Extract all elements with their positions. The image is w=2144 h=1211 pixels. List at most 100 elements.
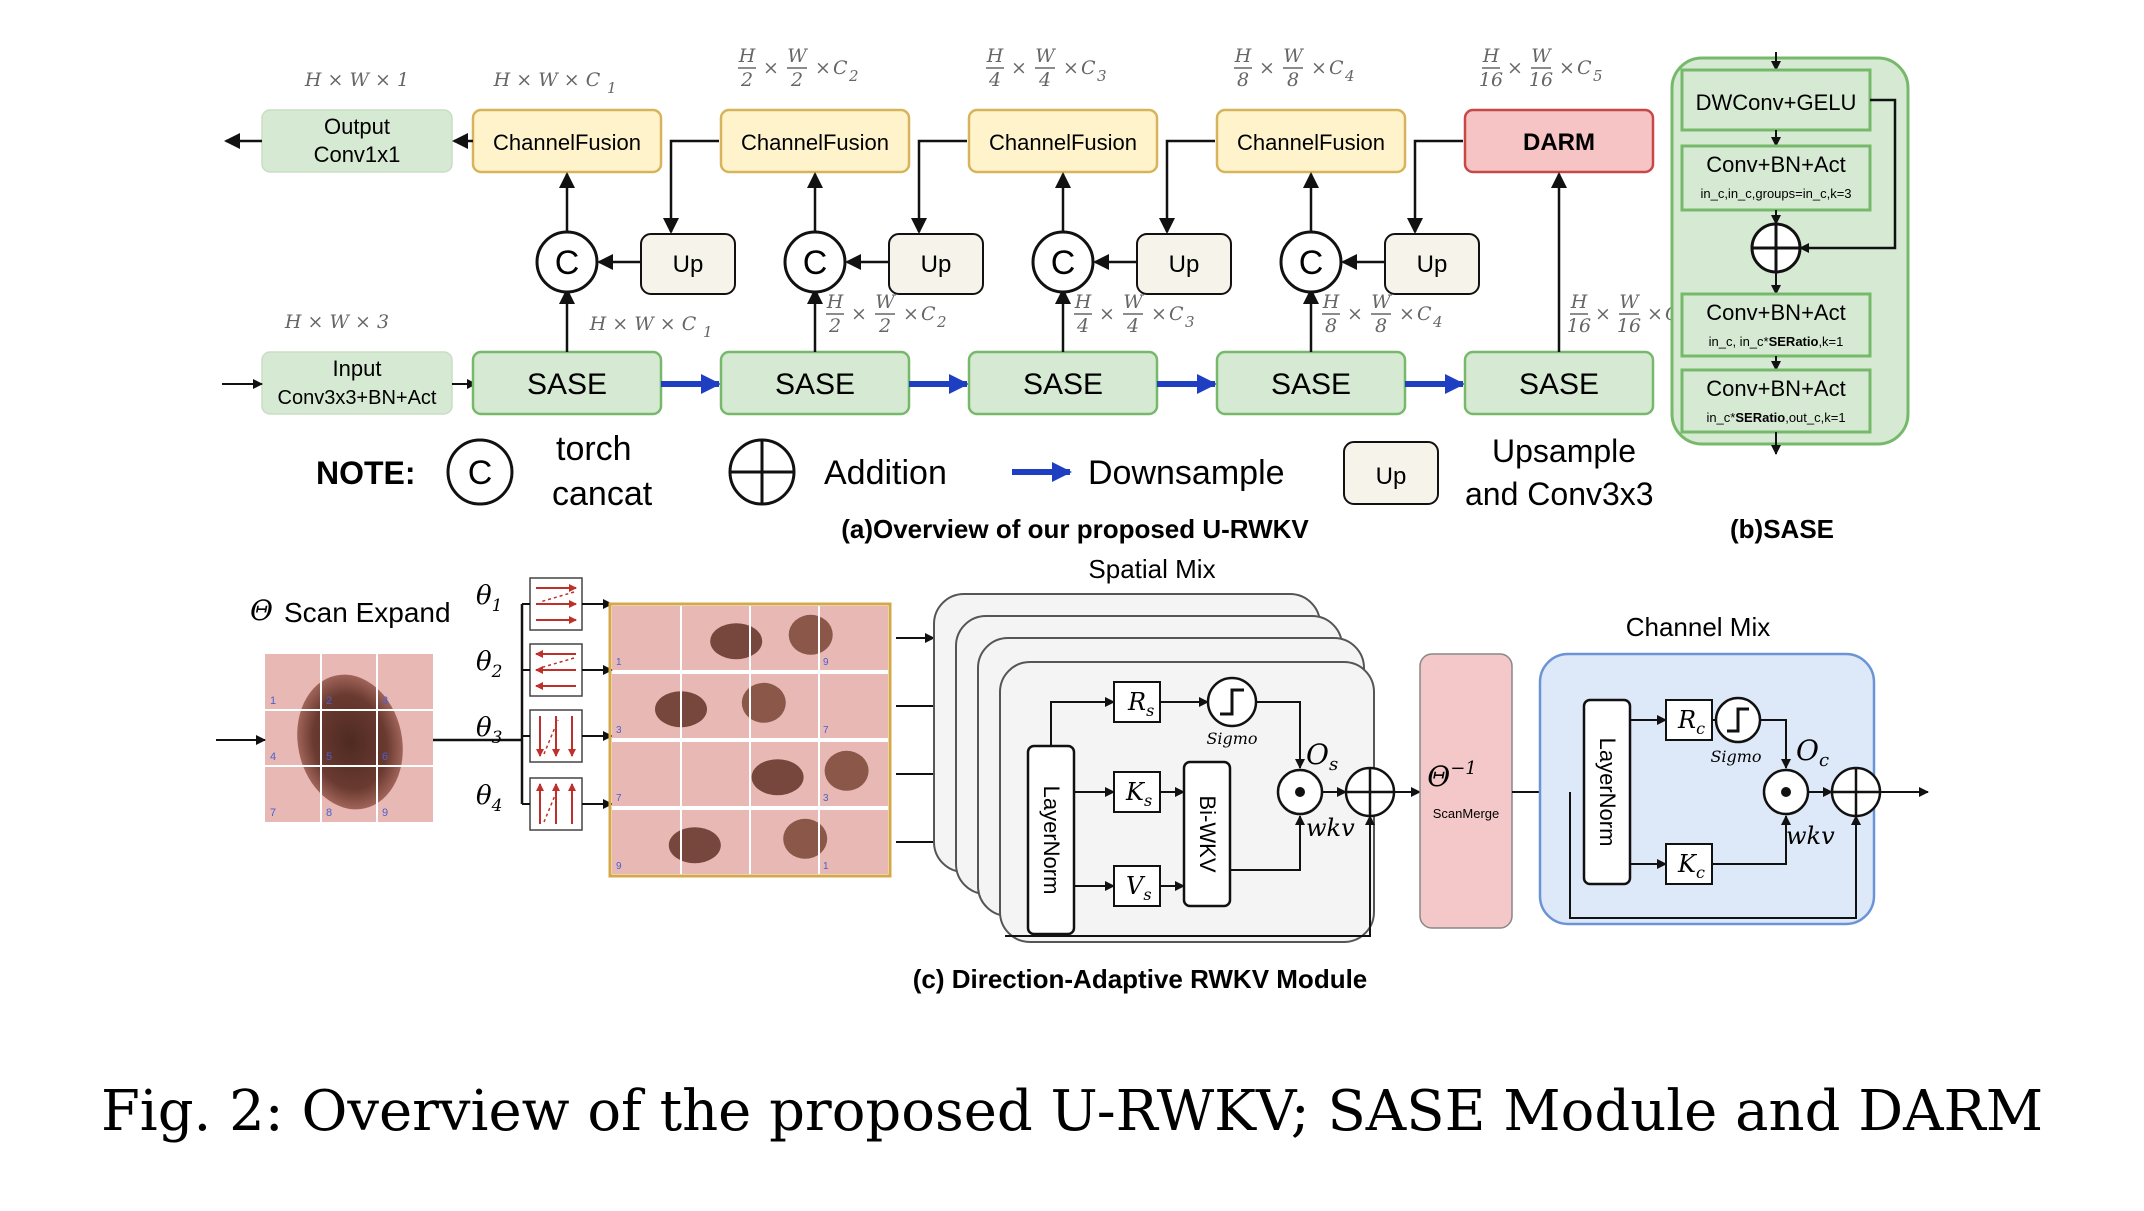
sase-conv3-label: Conv+BN+Act xyxy=(1706,376,1845,401)
sase-dim-3-w: W xyxy=(1123,291,1144,313)
up-label-3: Up xyxy=(1169,251,1200,278)
sase-dim-1-text: H × W × C xyxy=(589,313,697,335)
input-box-line2: Conv3x3+BN+Act xyxy=(278,387,437,409)
input-conv-box: Input Conv3x3+BN+Act xyxy=(261,351,453,415)
note-downsample: Downsample xyxy=(1088,454,1285,492)
fusion-dim-3-times2: × xyxy=(1063,57,1079,79)
sase-label-2: SASE xyxy=(775,368,855,401)
up-box-2 xyxy=(888,233,984,295)
fusion-dim-4-h-den: 8 xyxy=(1237,69,1249,91)
fusion-dim-4-w-den: 8 xyxy=(1287,69,1299,91)
channel-layernorm-label: LayerNorm xyxy=(1595,738,1620,847)
rc-box xyxy=(1665,699,1713,741)
output-box-line2: Conv1x1 xyxy=(314,142,401,167)
channel-sigmo-label: Sigmo xyxy=(1710,747,1761,766)
scan-expand-label: Scan Expand xyxy=(284,597,451,628)
concat-symbol-2: C xyxy=(803,244,828,282)
grid-number-7: 7 xyxy=(270,807,276,819)
sase-dim-2-sub: 2 xyxy=(936,313,947,331)
spatial-mix-label: Spatial Mix xyxy=(1088,554,1215,584)
darm-label: DARM xyxy=(1523,129,1595,156)
fusion-dim-1-sub: 1 xyxy=(607,79,617,97)
grid-number-6: 6 xyxy=(382,751,388,763)
scan-merge-label: ScanMerge xyxy=(1433,806,1499,821)
scan-strips-frame xyxy=(608,602,892,878)
strip-2-number-1: 3 xyxy=(616,725,622,736)
spatial-residual-path xyxy=(1005,815,1375,937)
sase-dim-1-sub: 1 xyxy=(703,323,713,341)
fusion-dim-3-times1: × xyxy=(1011,57,1027,79)
concat-legend-icon xyxy=(446,438,514,506)
grid-number-8: 8 xyxy=(326,807,332,819)
grid-number-1: 1 xyxy=(270,695,276,707)
sase-dim-2-times2: × xyxy=(903,303,919,325)
scan-expand-theta: Θ xyxy=(250,594,273,627)
os-label: Os xyxy=(1306,738,1338,775)
sase-conv3-sub: in_c*SERatio,out_c,k=1 xyxy=(1706,410,1845,425)
channel-wkv-label: wkv xyxy=(1786,822,1835,850)
fusion-dim-4-h: H xyxy=(1234,45,1252,67)
up-box-4 xyxy=(1384,233,1480,295)
bi-wkv-box xyxy=(1182,760,1232,908)
sase-dim-4-h: H xyxy=(1322,291,1340,313)
sase-dim-4-w: W xyxy=(1371,291,1392,313)
fusion-dim-5-h-den: 16 xyxy=(1479,69,1503,91)
title-c: (c) Direction-Adaptive RWKV Module xyxy=(913,964,1368,994)
sase-dim-4-c: C xyxy=(1417,303,1432,325)
fusion-dim-3-h: H xyxy=(986,45,1004,67)
channel-mix-label: Channel Mix xyxy=(1626,612,1771,642)
channel-fusion-label-2: ChannelFusion xyxy=(741,130,889,155)
note-concat-line2: cancat xyxy=(552,475,653,513)
sase-dim-3-w-den: 4 xyxy=(1126,315,1139,337)
oc-label: Oc xyxy=(1796,734,1829,771)
grid-number-9: 9 xyxy=(382,807,388,819)
output-conv-box: Output Conv1x1 xyxy=(261,109,453,173)
fusion-dim-4-times1: × xyxy=(1259,57,1275,79)
fusion-dim-3-h-den: 4 xyxy=(988,69,1001,91)
theta-1-label: θ1 xyxy=(476,581,502,616)
fusion-to-up-arrow-4 xyxy=(1407,139,1463,234)
sase-residual-path xyxy=(1799,98,1897,253)
fusion-dim-2-sub: 2 xyxy=(848,67,859,85)
fusion-dim-2-w-den: 2 xyxy=(790,69,803,91)
sase-dim-5-times1: × xyxy=(1595,303,1611,325)
sase-dim-4-times2: × xyxy=(1399,303,1415,325)
fusion-dim-4-w: W xyxy=(1283,45,1304,67)
sase-dim-2-c: C xyxy=(921,303,936,325)
fusion-dim-4-c: C xyxy=(1329,57,1344,79)
input-dim: H × W × 3 xyxy=(284,311,389,333)
sase-dim-2-w: W xyxy=(875,291,896,313)
strip-1-number-4: 9 xyxy=(823,657,829,668)
channel-fusion-label-3: ChannelFusion xyxy=(989,130,1137,155)
note-upsample-line1: Upsample xyxy=(1492,433,1636,469)
channel-layernorm xyxy=(1582,698,1632,886)
grid-number-5: 5 xyxy=(326,751,332,763)
bi-wkv-label: Bi-WKV xyxy=(1195,796,1220,873)
output-box-line1: Output xyxy=(324,114,390,139)
strip-2-number-4: 7 xyxy=(823,725,829,736)
fusion-dim-2-w: W xyxy=(787,45,808,67)
note-upsample-line2: and Conv3x3 xyxy=(1465,476,1654,512)
fusion-dim-5-c: C xyxy=(1577,57,1592,79)
up-box-1 xyxy=(640,233,736,295)
strip-4-number-4: 1 xyxy=(823,861,829,872)
sase-dim-5-h: H xyxy=(1570,291,1588,313)
sase-label-3: SASE xyxy=(1023,368,1103,401)
strip-4-number-1: 9 xyxy=(616,861,622,872)
grid-number-3: 3 xyxy=(382,695,388,707)
sase-dim-3-c: C xyxy=(1169,303,1184,325)
channel-fusion-label-1: ChannelFusion xyxy=(493,130,641,155)
